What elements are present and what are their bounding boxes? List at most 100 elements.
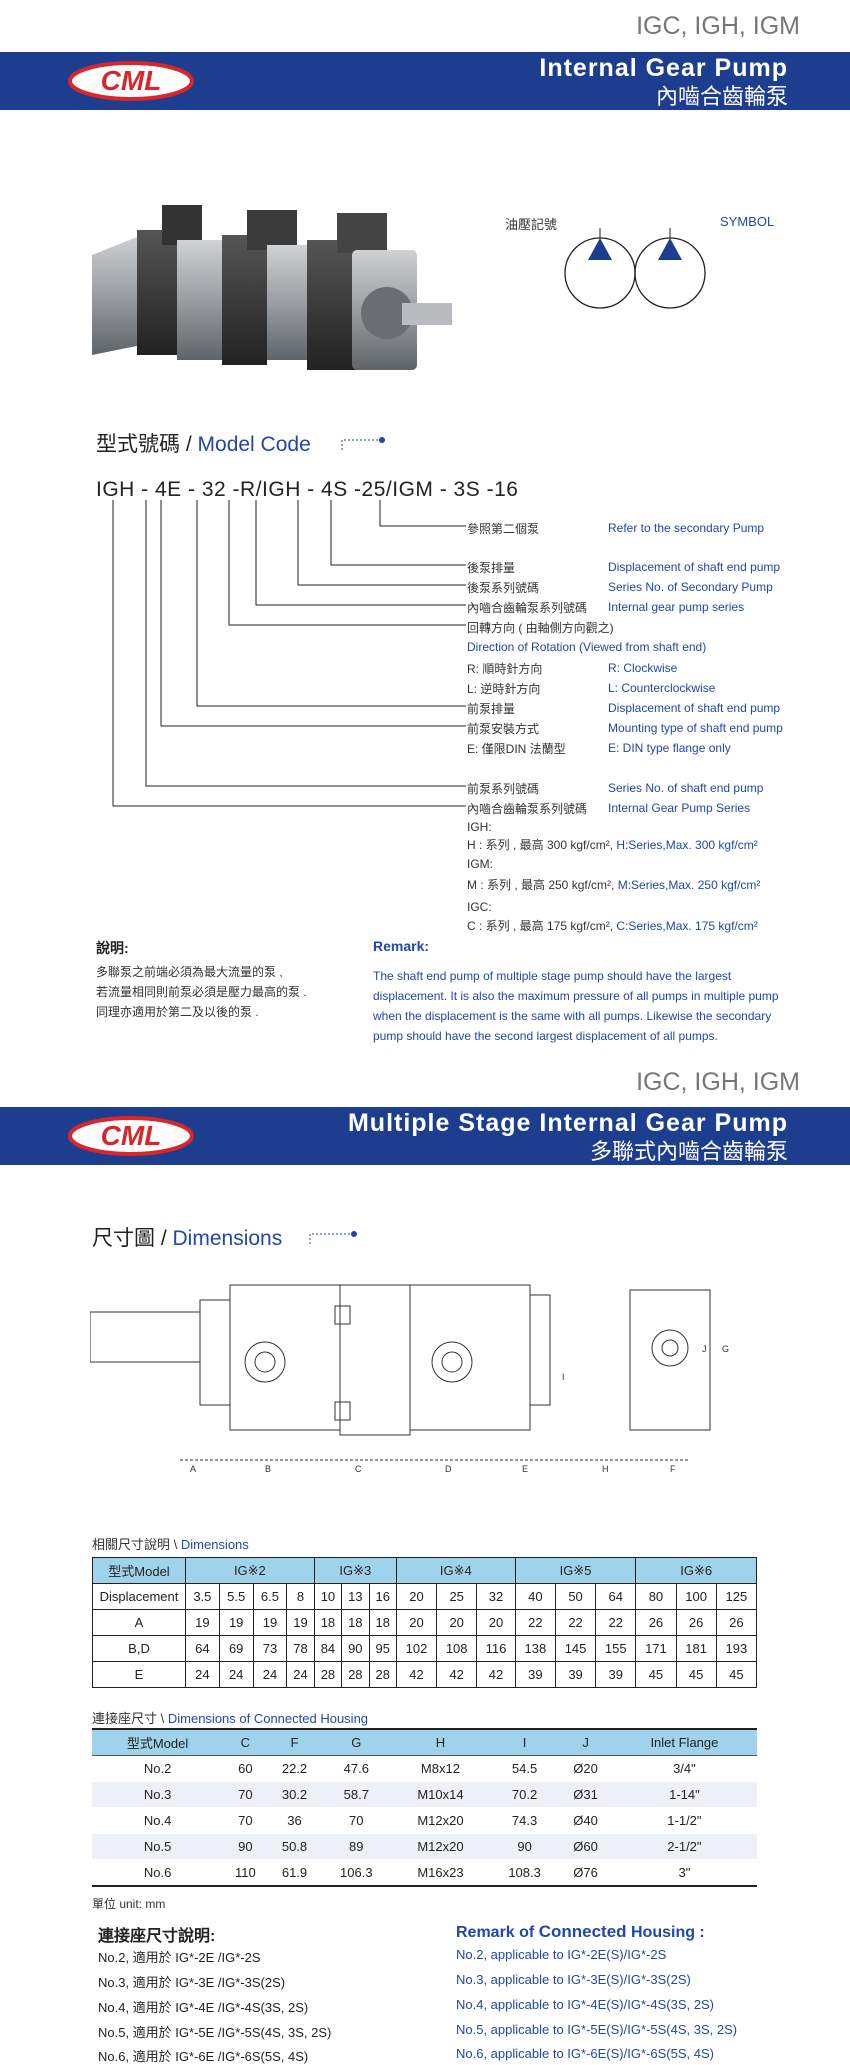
title-band-2: CML Multiple Stage Internal Gear Pump 多聯…	[0, 1107, 850, 1165]
table1-cell: 40	[514, 1583, 556, 1610]
housing-en-title: Remark of Connected Housing :	[456, 1922, 705, 1941]
legend-zh-3: 後泵系列號碼	[467, 581, 540, 595]
dim-label-group: A B C D E F G H I J	[190, 1344, 729, 1474]
table1-cell: 171	[635, 1635, 677, 1662]
table1-cell: 64	[185, 1635, 220, 1662]
table2-header-cell: H	[391, 1729, 490, 1756]
table1-row-label: B,D	[92, 1635, 186, 1662]
table1-cell: 45	[635, 1661, 677, 1688]
table1-group-4: IG※4	[395, 1557, 516, 1584]
table2-cell: M12x20	[391, 1833, 490, 1860]
table1-row-label: A	[92, 1609, 186, 1636]
dim-label-g: G	[722, 1344, 729, 1354]
table1-cell: 80	[635, 1583, 677, 1610]
legend-en-2: Displacement of shaft end pump	[608, 560, 781, 574]
title-bracket-2	[309, 1231, 357, 1244]
table1-cell: 24	[252, 1661, 288, 1688]
table1-cell: 181	[675, 1635, 717, 1662]
legend-en-7: R: Clockwise	[608, 661, 678, 675]
housing-en-4: No.5, applicable to IG*-5E(S)/IG*-5S(4S,…	[456, 2022, 738, 2037]
dim-label-h: H	[602, 1464, 609, 1474]
table2-cell: 108.3	[489, 1859, 560, 1887]
remark-zh-line-1: 多聯泵之前端必須為最大流量的泵 ,	[96, 965, 283, 979]
table1-cell: 39	[595, 1661, 637, 1688]
table1-cell: 42	[476, 1661, 516, 1688]
dim-label-e: E	[522, 1464, 528, 1474]
table2-cell: Ø76	[559, 1859, 612, 1887]
table2-cell: 70.2	[489, 1781, 560, 1808]
table1-model-header: 型式Model	[92, 1557, 186, 1584]
table2-cell: 1-14"	[611, 1781, 757, 1808]
table2-cell: No.2	[92, 1755, 224, 1782]
table1-cell: 18	[368, 1609, 397, 1636]
table2-cell: 61.9	[267, 1859, 322, 1887]
legend-en-4: Internal gear pump series	[608, 600, 745, 614]
legend-zh-13: 內嚙合齒輪泵系列號碼	[467, 802, 588, 816]
table2-cell: 90	[223, 1833, 268, 1860]
housing-en-3: No.4, applicable to IG*-4E(S)/IG*-4S(3S,…	[456, 1997, 714, 2012]
page-title-en: Internal Gear Pump	[539, 54, 788, 82]
legend-en-10: Mounting type of shaft end pump	[608, 721, 783, 735]
table1-cell: 125	[715, 1583, 758, 1610]
title-bracket	[341, 437, 385, 450]
table1-cell: 25	[436, 1583, 478, 1610]
table2-cell: 22.2	[267, 1755, 322, 1782]
table1-cell: 155	[595, 1635, 637, 1662]
cml-logo: CML	[68, 61, 194, 101]
symbol-label-en: SYMBOL	[720, 214, 775, 229]
table1-cell: 8	[286, 1583, 315, 1610]
legend-zh-11: E: 僅限DIN 法蘭型	[467, 742, 566, 756]
table1-cell: 10	[313, 1583, 343, 1610]
table1-cell: 90	[341, 1635, 370, 1662]
legend-en-13: Internal Gear Pump Series	[608, 801, 751, 815]
table1-cell: 22	[514, 1609, 556, 1636]
table2-cell: 74.3	[489, 1807, 560, 1834]
table1-cell: 19	[286, 1609, 315, 1636]
table2-cell: 60	[223, 1755, 268, 1782]
legend-en-1: Refer to the secondary Pump	[608, 521, 765, 535]
table1-cell: 42	[436, 1661, 478, 1688]
table1-cell: 78	[286, 1635, 315, 1662]
table2-cell: 89	[321, 1833, 392, 1860]
dimensions-title: 尺寸圖 / Dimensions	[92, 1227, 283, 1250]
model-code-example: IGH - 4E - 32 -R/IGH - 4S -25/IGM - 3S -…	[96, 478, 519, 501]
table1-group-6: IG※6	[635, 1557, 757, 1584]
table2-cell: Ø40	[559, 1807, 612, 1834]
table2-cell: No.6	[92, 1859, 224, 1887]
table1-cell: 28	[341, 1661, 370, 1688]
dimensions-title-zh: 尺寸圖	[92, 1227, 155, 1250]
cml-logo-2: CML	[68, 1116, 194, 1156]
table1-cell: 19	[252, 1609, 288, 1636]
dim-label-f: F	[670, 1464, 676, 1474]
table1-cell: 64	[595, 1583, 637, 1610]
table1-cell: 100	[675, 1583, 717, 1610]
table2-header-cell: J	[559, 1729, 612, 1756]
page-title-en-2: Multiple Stage Internal Gear Pump	[347, 1109, 788, 1137]
legend-en-12: Series No. of shaft end pump	[608, 781, 764, 795]
table1-cell: 32	[476, 1583, 516, 1610]
table2-caption: 連接座尺寸 \ Dimensions of Connected Housing	[92, 1711, 369, 1726]
table2-cell: 36	[267, 1807, 322, 1834]
table1-cell: 24	[185, 1661, 220, 1688]
series-heading-2: IGC, IGH, IGM	[636, 1068, 800, 1096]
table2-cell: 54.5	[489, 1755, 560, 1782]
table1-cell: 20	[436, 1609, 478, 1636]
housing-zh-2: No.3, 適用於 IG*-3E /IG*-3S(2S)	[98, 1975, 286, 1990]
remark-en-title: Remark:	[373, 938, 430, 954]
housing-zh-5: No.6, 適用於 IG*-6E /IG*-6S(5S, 4S)	[98, 2049, 309, 2064]
table1-cell: 19	[218, 1609, 254, 1636]
housing-zh-4: No.5, 適用於 IG*-5E /IG*-5S(4S, 3S, 2S)	[98, 2025, 332, 2040]
table1-cell: 84	[313, 1635, 343, 1662]
table1-cell: 5.5	[218, 1583, 254, 1610]
table2-cell: 58.7	[321, 1781, 392, 1808]
housing-en-2: No.3, applicable to IG*-3E(S)/IG*-3S(2S)	[456, 1972, 691, 1987]
table1-cell: 138	[514, 1635, 556, 1662]
table1-cell: 102	[395, 1635, 438, 1662]
page-title-zh: 內嚙合齒輪泵	[655, 84, 788, 109]
table2-cell: 70	[223, 1781, 268, 1808]
